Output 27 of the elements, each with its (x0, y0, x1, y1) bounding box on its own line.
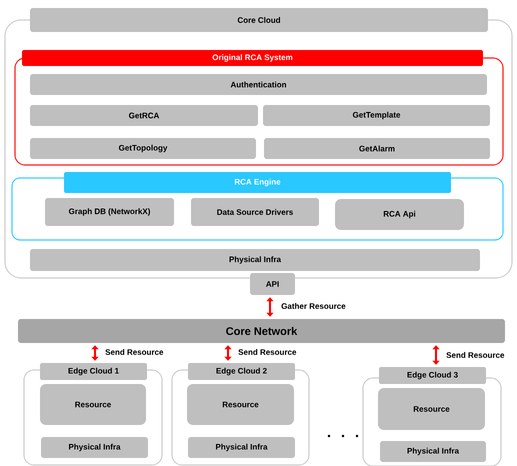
component-box: Core Cloud (30, 8, 488, 32)
component-box: Data Source Drivers (191, 198, 319, 226)
double-arrow (266, 297, 274, 317)
component-box: Physical Infra (380, 441, 486, 462)
component-box: Physical Infra (41, 437, 148, 458)
component-box: GetAlarm (264, 138, 490, 159)
component-box: Authentication (30, 74, 487, 95)
component-box: GetTemplate (263, 105, 490, 126)
component-box: GetRCA (30, 105, 258, 126)
component-box: Resource (187, 384, 294, 425)
network-bar: Core Network (18, 319, 505, 343)
edge-label: Send Resource (445, 351, 506, 359)
double-arrow (91, 345, 99, 361)
edge-label: Gather Resource (280, 302, 347, 310)
component-box: API (250, 273, 295, 295)
component-box: Physical Infra (188, 437, 295, 458)
component-box: RCA Api (335, 199, 464, 230)
double-arrow (432, 345, 440, 365)
component-box: GetTopology (30, 138, 256, 159)
edge-label: Send Resource (104, 348, 164, 356)
node-label: Edge Cloud 3 (407, 372, 458, 380)
component-box: Resource (40, 384, 146, 425)
component-box: Graph DB (NetworkX) (45, 198, 174, 226)
double-arrow (224, 345, 232, 361)
component-box: Physical Infra (30, 249, 480, 271)
component-box: Resource (378, 388, 485, 430)
edge-label: Send Resource (237, 348, 298, 356)
